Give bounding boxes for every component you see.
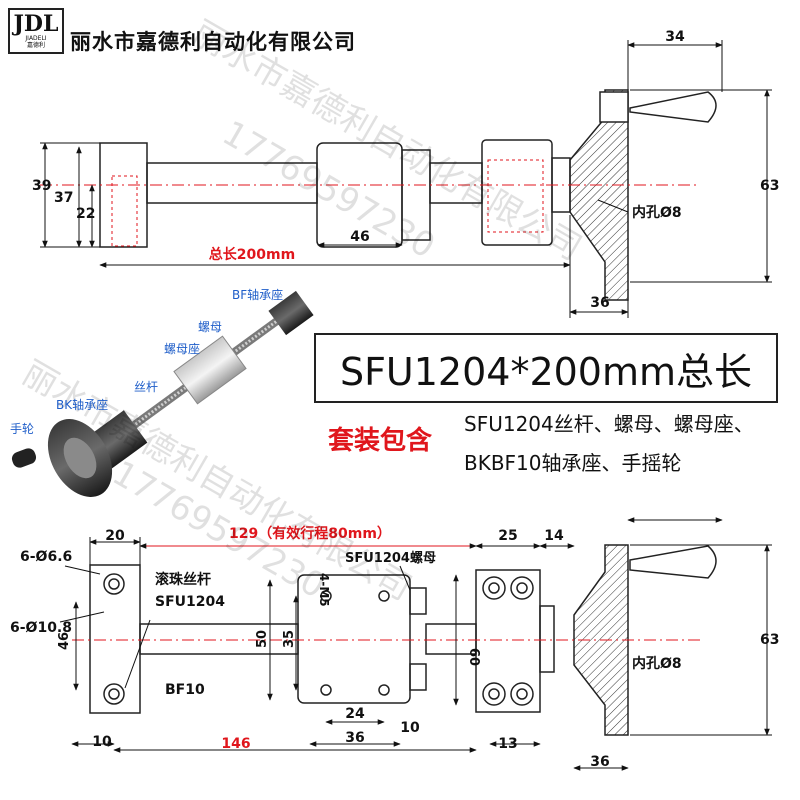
model-title: SFU1204*200mm总长	[339, 349, 753, 394]
bf-hole-top	[103, 573, 125, 595]
dim-13: 13	[498, 736, 517, 752]
dim-14: 14	[544, 528, 564, 544]
logo-sub-en: JIADELI	[25, 35, 47, 42]
company-logo: JDL JIADELI 嘉德利	[8, 8, 64, 54]
handwheel-handle-bottom	[629, 545, 717, 579]
photo-label-nut: 螺母	[198, 320, 223, 334]
product-photo	[11, 290, 314, 497]
dim-20: 20	[105, 528, 125, 544]
dim-63-top: 63	[760, 178, 779, 194]
dim-bore-bottom: 内孔Ø8	[632, 655, 682, 672]
photo-label-bk: BK轴承座	[56, 398, 109, 412]
dim-10-left: 10	[92, 734, 112, 750]
dim-36-bottom-wheel: 36	[590, 754, 609, 770]
photo-label-screw: 丝杆	[134, 380, 159, 394]
dim-10-nut: 10	[400, 720, 420, 736]
bf-block-bottom	[89, 564, 141, 714]
photo-label-bf: BF轴承座	[232, 288, 284, 302]
hole-10-8: 6-Ø10.8	[10, 620, 72, 636]
handwheel-rim-top	[599, 91, 629, 123]
dim-stroke: 129（有效行程80mm）	[229, 525, 391, 542]
screw-rod-bottom	[139, 623, 299, 655]
hidden-bore-bk	[487, 159, 544, 233]
dim-total-length: 总长200mm	[209, 246, 295, 263]
hidden-bore-bf	[111, 175, 138, 247]
bf-hole-bottom	[103, 683, 125, 705]
label-bf10: BF10	[165, 682, 205, 698]
dim-bore-top: 内孔Ø8	[632, 204, 682, 221]
dim-50: 50	[255, 630, 270, 648]
hole-6-6: 6-Ø6.6	[20, 549, 72, 565]
dim-46-bottom: 46	[57, 632, 72, 650]
label-sfu1204: SFU1204	[155, 594, 225, 610]
dim-34: 34	[665, 29, 685, 45]
kit-contents-line1: SFU1204丝杆、螺母、螺母座、	[464, 412, 754, 436]
dim-25: 25	[498, 528, 517, 544]
company-name: 丽水市嘉德利自动化有限公司	[70, 30, 356, 54]
label-4-m5: 4-M5	[317, 573, 331, 607]
bottom-top-view	[72, 544, 717, 736]
logo-sub-cn: 嘉德利	[26, 42, 45, 49]
kit-contents-line2: BKBF10轴承座、手摇轮	[464, 451, 682, 475]
label-ball-screw: 滚珠丝杆	[155, 571, 211, 588]
dim-35: 35	[282, 630, 297, 648]
dim-24: 24	[345, 706, 365, 722]
handwheel-handle-top	[629, 91, 717, 123]
logo-mark: JDL	[13, 11, 59, 37]
dim-22: 22	[76, 206, 95, 222]
label-nut: SFU1204螺母	[345, 550, 436, 566]
dim-60: 60	[466, 648, 481, 666]
bf-support-block	[99, 142, 148, 248]
dim-36-bottom: 36	[345, 730, 364, 746]
dim-39: 39	[32, 178, 51, 194]
dim-37: 37	[54, 190, 73, 206]
kit-label: 套装包含	[328, 426, 433, 456]
photo-label-wheel: 手轮	[10, 422, 35, 436]
model-title-box: SFU1204*200mm总长	[314, 333, 778, 403]
dim-146: 146	[221, 736, 250, 752]
dim-46-top: 46	[350, 229, 369, 245]
dim-36-top: 36	[590, 295, 609, 311]
dim-63-bottom: 63	[760, 632, 779, 648]
bk-block-bottom	[475, 569, 541, 713]
photo-label-nut-seat: 螺母座	[164, 342, 201, 356]
